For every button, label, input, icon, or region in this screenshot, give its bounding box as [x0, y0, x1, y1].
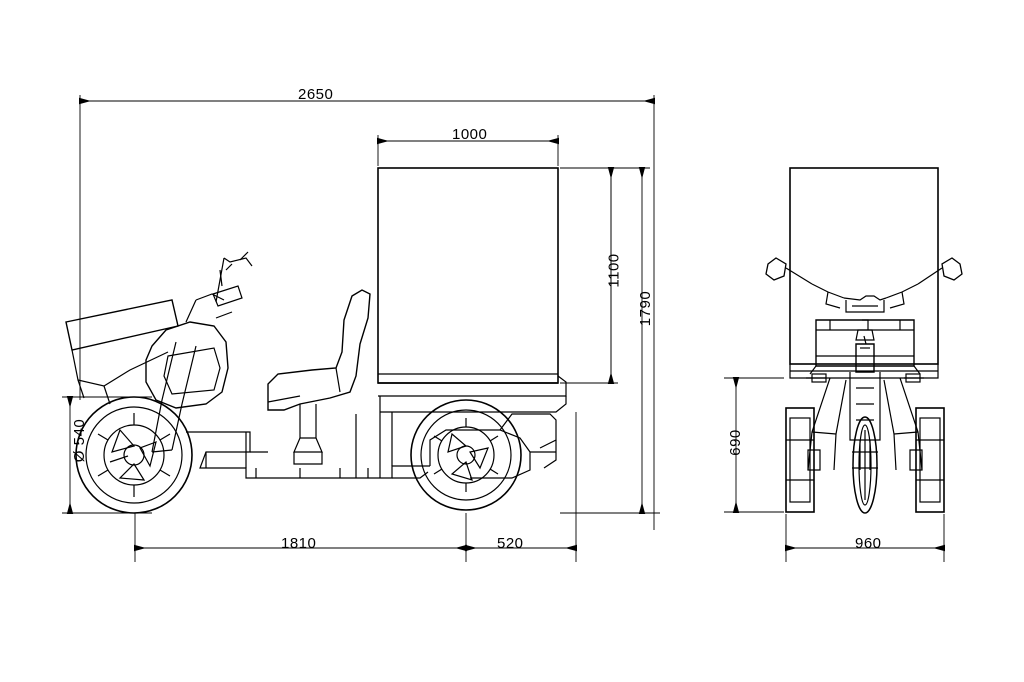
dimension-label-overall-length: 2650 [298, 86, 334, 103]
front-view-geometry [765, 167, 963, 514]
dimension-label-overall-width: 960 [855, 535, 882, 552]
dimension-label-rear-overhang: 520 [497, 535, 524, 552]
dimension-label-overall-height: 1790 [637, 290, 655, 327]
dimension-label-wheelbase: 1810 [281, 535, 317, 552]
front-view-dimensions [724, 377, 945, 562]
dimension-label-box-height: 1100 [605, 253, 623, 288]
dimension-label-wheel-diameter: Ø 540 [71, 418, 89, 463]
dimension-label-box-length: 1000 [452, 126, 488, 143]
dimension-label-rear-axle-height: 690 [726, 429, 744, 456]
side-view-dimensions [62, 95, 660, 562]
side-view-geometry [65, 167, 567, 514]
